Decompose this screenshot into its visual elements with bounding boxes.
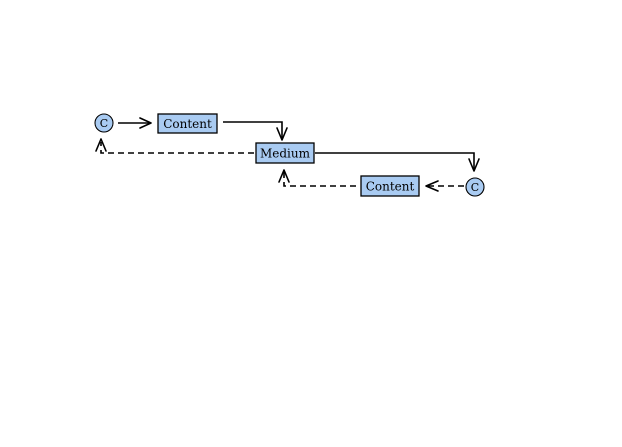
- edge-circle-right-to-content-bottom: [425, 180, 464, 192]
- node-circle-left: C: [94, 113, 114, 133]
- edge-content-bottom-to-medium: [278, 169, 356, 187]
- node-circle-right-label: C: [471, 181, 479, 194]
- node-content-bottom: Content: [360, 175, 420, 197]
- node-content-top-label: Content: [163, 117, 212, 131]
- edge-circle-left-to-content-top: [118, 117, 152, 129]
- edge-medium-to-circle-left: [95, 138, 254, 154]
- node-circle-right: C: [465, 177, 485, 197]
- edge-content-top-to-medium: [223, 121, 288, 141]
- node-medium: Medium: [255, 142, 315, 164]
- edge-medium-to-circle-right: [315, 152, 480, 172]
- node-content-top: Content: [157, 113, 218, 134]
- node-content-bottom-label: Content: [366, 180, 415, 194]
- node-circle-left-label: C: [100, 117, 108, 130]
- node-medium-label: Medium: [260, 147, 311, 161]
